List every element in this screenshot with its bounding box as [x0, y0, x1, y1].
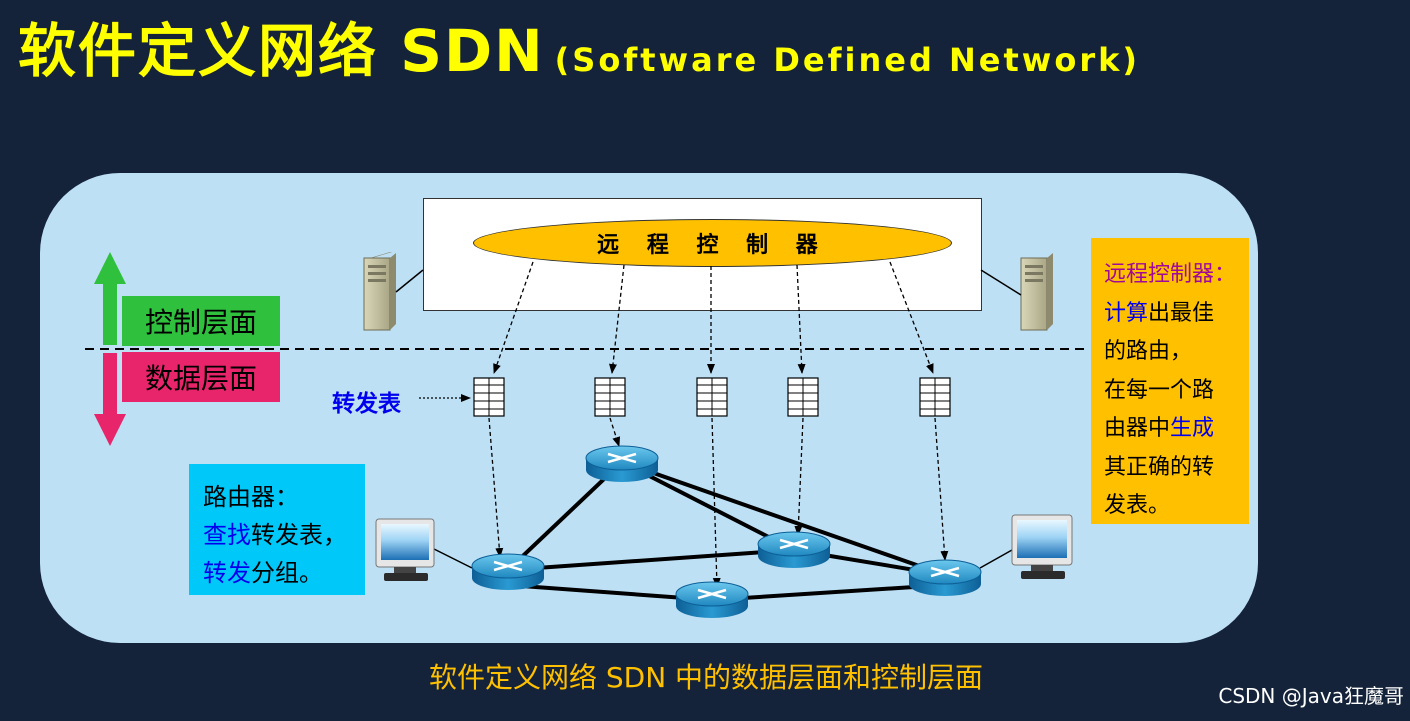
controller-note: 远程控制器： 计算出最佳 的路由， 在每一个路 由器中生成 其正确的转 发表。	[1091, 238, 1249, 524]
controller-links	[493, 261, 934, 374]
data-layer-label: 数据层面	[122, 352, 280, 402]
server-icon	[1020, 253, 1053, 331]
controller-note-line2: 出最佳	[1148, 300, 1215, 326]
remote-controller: 远 程 控 制 器	[473, 219, 952, 267]
router-icon	[757, 531, 831, 568]
control-layer-arrow	[94, 252, 126, 345]
computer-icon	[375, 518, 435, 581]
router-icon	[585, 445, 659, 482]
forwarding-table-icon	[594, 377, 626, 417]
network-links	[506, 460, 946, 602]
forwarding-table-icon	[787, 377, 819, 417]
server-icon	[363, 252, 396, 331]
controller-note-line3: 的路由，	[1104, 339, 1193, 364]
host-links	[431, 547, 1013, 569]
router-icon	[471, 553, 545, 590]
router-note-line3: 分组。	[251, 559, 323, 587]
controller-note-line1: 远程控制器：	[1104, 262, 1237, 287]
router-note: 路由器： 查找转发表， 转发分组。	[189, 464, 365, 595]
router-note-lookup: 查找	[203, 521, 251, 549]
title-main: 软件定义网络 SDN	[18, 17, 545, 85]
controller-note-line5: 由器中	[1104, 416, 1171, 441]
forwarding-table-icon	[696, 377, 728, 417]
title-sub: (Software Defined Network)	[554, 41, 1141, 79]
controller-note-line6: 其正确的转	[1104, 454, 1215, 480]
controller-note-line7: 发表。	[1104, 493, 1171, 518]
figure-caption: 软件定义网络 SDN 中的数据层面和控制层面	[0, 656, 1410, 696]
router-note-line2: 转发表，	[251, 521, 347, 549]
router-icon	[675, 581, 749, 618]
controller-note-line4: 在每一个路	[1104, 377, 1215, 403]
forwarding-table-label: 转发表	[332, 391, 401, 417]
controller-note-generate: 生成	[1170, 416, 1215, 441]
control-layer-label: 控制层面	[122, 296, 280, 346]
watermark: CSDN @Java狂魔哥	[1218, 684, 1404, 708]
figure-caption-text: 软件定义网络 SDN 中的数据层面和控制层面	[428, 661, 984, 694]
computer-icon	[1011, 514, 1073, 579]
forwarding-table-icon	[473, 377, 505, 417]
router-note-forward: 转发	[203, 559, 251, 587]
router-icon	[908, 559, 982, 596]
forwarding-table-icon	[919, 377, 951, 417]
table-router-links	[488, 417, 949, 588]
page-title: 软件定义网络 SDN(Software Defined Network)	[18, 4, 1140, 88]
controller-note-compute: 计算	[1104, 300, 1149, 326]
router-note-line1: 路由器：	[203, 483, 299, 511]
data-layer-arrow	[94, 353, 126, 446]
